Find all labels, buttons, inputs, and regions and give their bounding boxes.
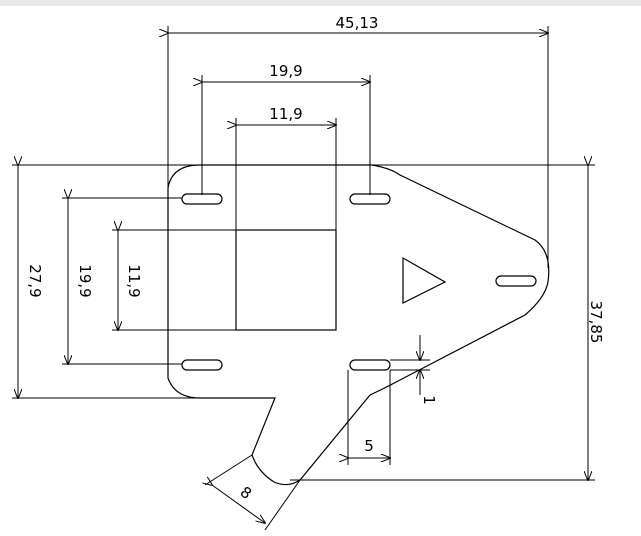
triangle-icon	[402, 256, 447, 304]
top-strip	[0, 0, 641, 6]
dim-overall-height-right: 37,85	[587, 301, 605, 344]
slot-top-right	[349, 193, 391, 205]
dim-overall-height-left: 27,9	[26, 264, 44, 297]
dim-square-height: 11,9	[125, 264, 143, 297]
plate-outline	[167, 164, 550, 486]
slot-top-left	[181, 193, 223, 205]
dim-tab-width: 8	[237, 483, 255, 503]
dim-slot-spacing-horizontal: 19,9	[269, 62, 302, 80]
dim-slot-length: 5	[364, 437, 374, 455]
dim-overall-width: 45,13	[336, 14, 379, 32]
dim-square-width: 11,9	[269, 105, 302, 123]
center-square	[235, 229, 337, 331]
dim-slot-spacing-vertical: 19,9	[76, 264, 94, 297]
slot-bottom-left	[181, 359, 223, 371]
slot-bottom-right	[349, 359, 391, 371]
slot-right	[495, 275, 537, 287]
dim-slot-offset: 1	[420, 395, 438, 405]
